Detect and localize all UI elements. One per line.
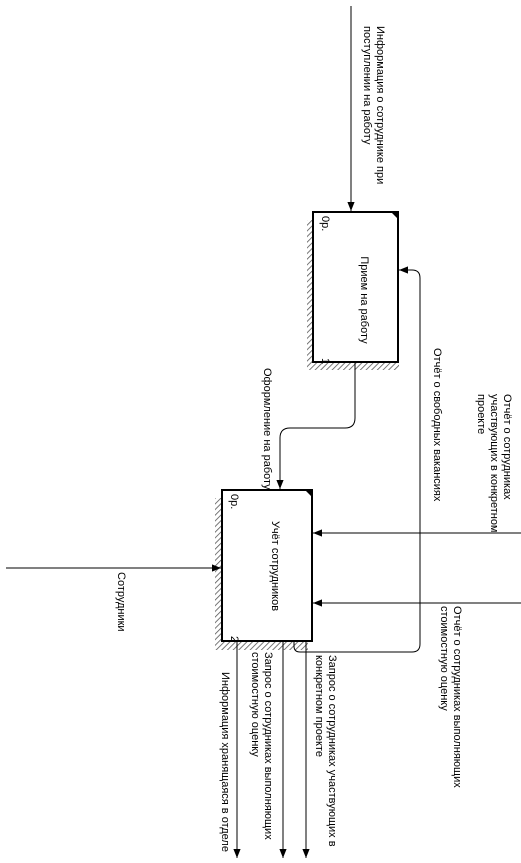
activity-box-1[interactable]: 0р. 1 Прием на работу [312,211,399,364]
label-cost-request-2: стоимостную оценку [249,652,261,757]
box-2-title: Учёт сотрудников [269,521,281,611]
box-1-shadow-left [307,220,315,368]
arrow-registration[interactable] [276,362,356,489]
label-info-new-employee-1: Информация о сотруднике при [374,26,386,184]
box-2-shadow-bottom [215,640,308,650]
label-cost-report-1: Отчёт о сотрудниках выполняющих [451,606,463,788]
box-1-shadow-bottom [307,360,399,370]
box-2-number: 2 [228,636,240,642]
label-cost-request-1: Запрос о сотрудниках выполняющих [262,652,274,840]
box-1-corner-label: 0р. [319,216,331,231]
label-info-new-employee-2: поступлении на работу [361,26,373,145]
activity-box-2[interactable]: 0р. 2 Учёт сотрудников [221,489,313,642]
box-1-number: 1 [319,358,331,364]
box-2-corner-mark [305,490,312,497]
label-project-report-3: проекте [475,394,487,434]
label-registration: Оформление на работу [261,368,273,490]
activity-box-2-frame [221,489,313,642]
label-stored-info: Информация хранящаяся в отделе [219,672,231,852]
label-cost-report-2: стоимостную оценку [438,606,450,711]
box-2-corner-label: 0р. [228,494,240,509]
box-1-title: Прием на работу [358,256,370,344]
label-project-report-2: участвующих в конкретном [488,394,500,533]
label-project-request-1: Запрос о сотрудниках участвующих в [326,655,338,847]
label-vacancy-report: Отчёт о свободных вакансиях [431,348,443,502]
box-2-shadow-left [215,498,223,648]
label-employees: Сотрудники [115,572,127,632]
activity-box-1-frame [312,211,399,363]
arrow-vacancy-report[interactable] [293,266,421,653]
label-project-request-2: конкретном проекте [313,655,325,757]
label-project-report-1: Отчёт о сотрудниках [501,394,513,500]
box-1-corner-mark [391,212,398,219]
